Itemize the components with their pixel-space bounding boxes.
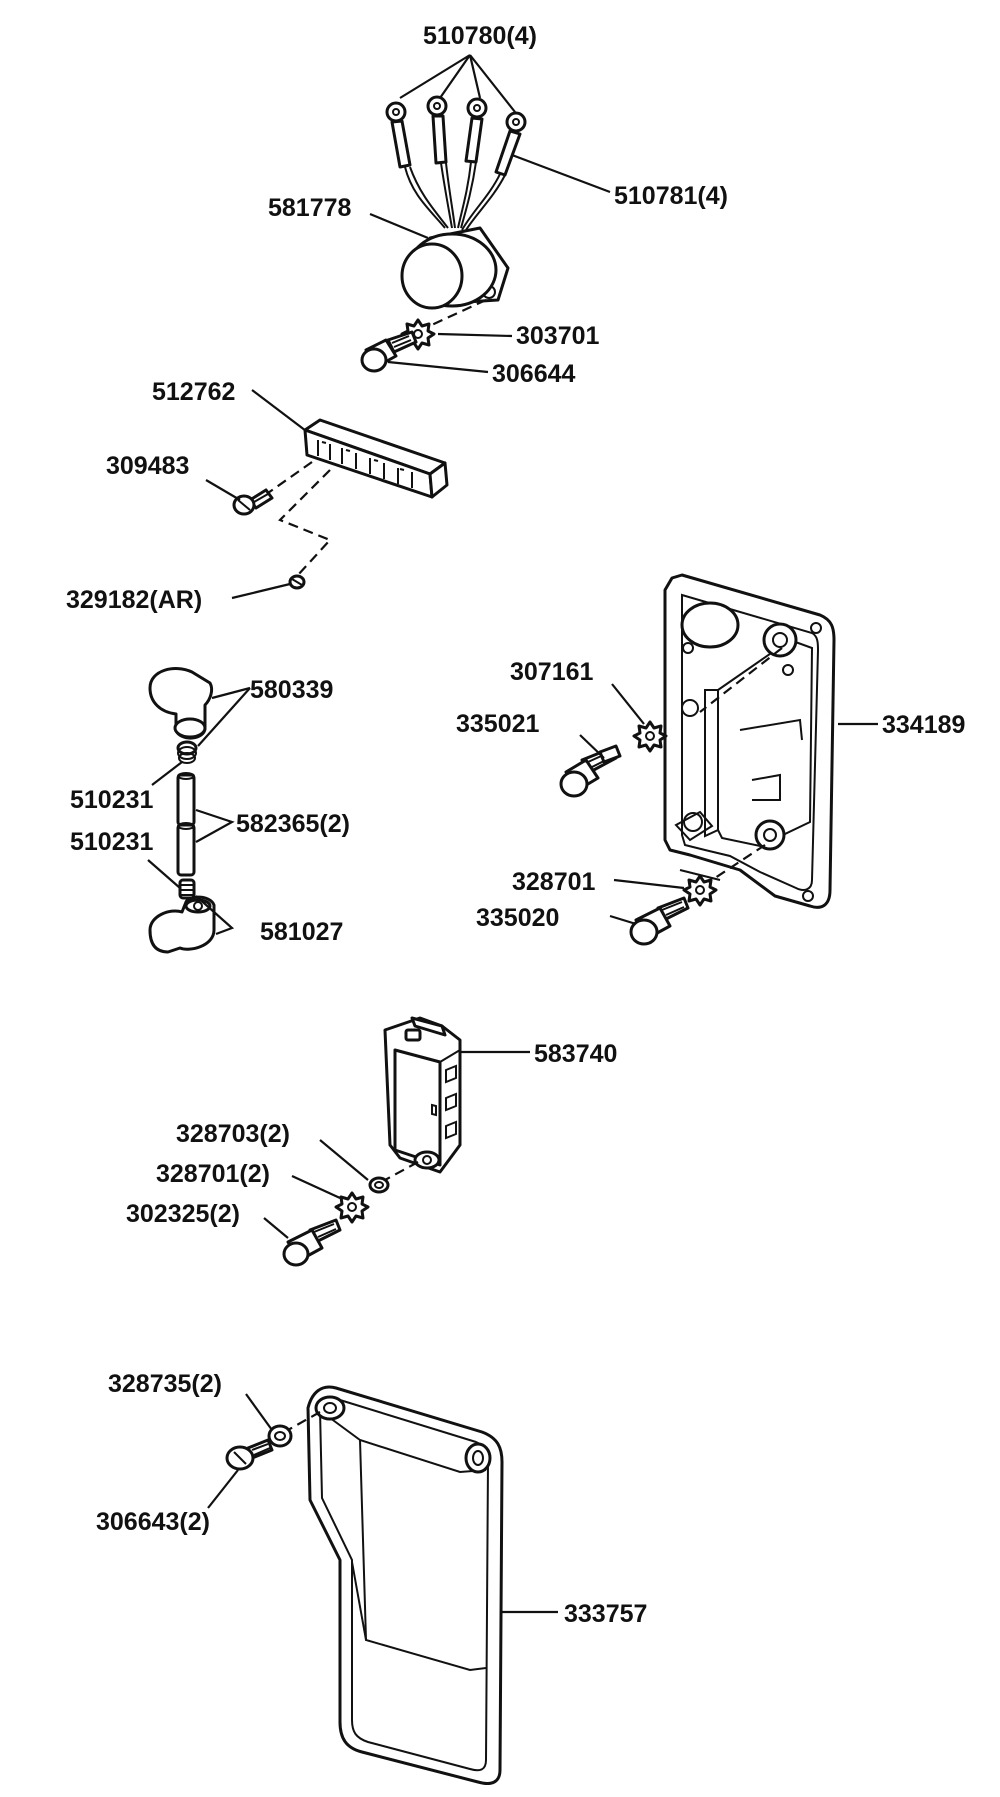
label-335020: 335020: [476, 904, 559, 932]
label-328703: 328703(2): [176, 1120, 290, 1148]
part-labels: 510780(4) 510781(4) 581778 303701 306644…: [66, 22, 965, 1628]
label-581027: 581027: [260, 918, 343, 946]
solenoid-assembly: [360, 54, 611, 374]
terminal-block-assembly: [205, 389, 449, 600]
label-510781: 510781(4): [614, 182, 728, 210]
label-510780: 510780(4): [423, 22, 537, 50]
label-307161: 307161: [510, 658, 594, 686]
label-583740: 583740: [534, 1040, 617, 1068]
label-581778: 581778: [268, 194, 352, 222]
terminal-ring-510780: [385, 95, 527, 133]
boot-connector-assembly: [147, 667, 251, 954]
label-328701-2: 328701(2): [156, 1160, 270, 1188]
label-302325: 302325(2): [126, 1200, 240, 1228]
label-510231-bottom: 510231: [70, 828, 154, 856]
flat-washer-328735: [267, 1424, 293, 1448]
label-306643: 306643(2): [96, 1508, 210, 1536]
bolt-306644: [360, 330, 418, 373]
label-510231-top: 510231: [70, 786, 154, 814]
tube-582365: [176, 772, 196, 877]
star-washer-307161: [632, 720, 668, 753]
screw-306643: [225, 1438, 274, 1471]
bolt-335020: [629, 896, 690, 946]
label-328701: 328701: [512, 868, 596, 896]
bolt-335021: [559, 744, 622, 798]
label-582365: 582365(2): [236, 810, 350, 838]
spring-bottom: [178, 878, 196, 900]
label-306644: 306644: [492, 360, 576, 388]
screw-329182: [288, 574, 306, 590]
lead-sleeve-510781: [390, 114, 522, 177]
bolt-302325: [282, 1218, 342, 1267]
label-335021: 335021: [456, 710, 540, 738]
mounting-plate-assembly: [559, 573, 878, 946]
cover-assembly: [207, 1385, 558, 1785]
label-512762: 512762: [152, 378, 235, 406]
flat-washer-328703: [368, 1176, 390, 1194]
spring-510231: [176, 740, 198, 764]
label-333757: 333757: [564, 1600, 647, 1628]
boot-580339: [148, 667, 214, 740]
label-334189: 334189: [882, 711, 965, 739]
label-303701: 303701: [516, 322, 600, 350]
module-assembly: [263, 1016, 530, 1267]
label-580339: 580339: [250, 676, 333, 704]
label-309483: 309483: [106, 452, 189, 480]
boot-581027: [148, 895, 216, 954]
label-329182: 329182(AR): [66, 586, 202, 614]
screw-309483: [232, 488, 274, 516]
star-washer-328701: [682, 874, 718, 907]
label-328735: 328735(2): [108, 1370, 222, 1398]
star-washer-328701-2: [334, 1191, 370, 1224]
